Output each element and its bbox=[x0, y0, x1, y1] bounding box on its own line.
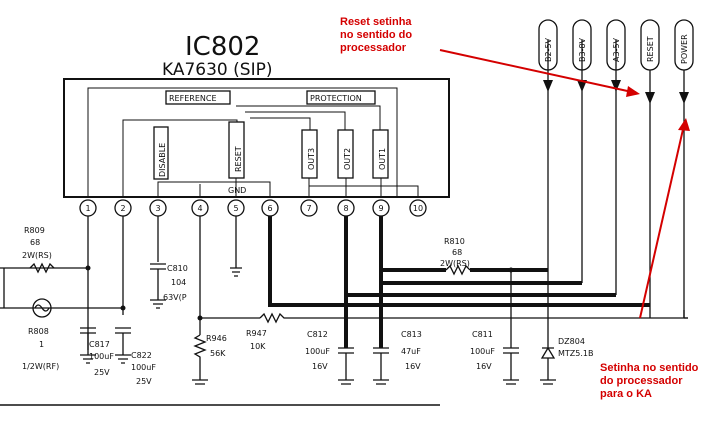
r808-value: 1 bbox=[39, 340, 44, 349]
annotation-bottom: Setinha no sentido do processador para o… bbox=[600, 362, 699, 400]
pin-number: 1 bbox=[85, 204, 90, 213]
pin-number: 8 bbox=[343, 204, 348, 213]
r810-value: 68 bbox=[452, 248, 462, 257]
r946-resistor bbox=[193, 334, 207, 380]
connector-label: POWER bbox=[680, 34, 689, 64]
r808-rating: 1/2W(RF) bbox=[22, 362, 59, 371]
c822-ref: C822 bbox=[131, 351, 152, 360]
r808-fuse-resistor bbox=[32, 298, 52, 318]
connector-label: A3-5V bbox=[612, 37, 621, 62]
connector-a3-5v bbox=[606, 19, 626, 71]
pin-7 bbox=[300, 199, 318, 217]
c812-capacitor bbox=[338, 347, 354, 380]
connector-b3-8v bbox=[572, 19, 592, 71]
c810-ref: C810 bbox=[167, 264, 188, 273]
c812-value: 100uF bbox=[305, 347, 330, 356]
connector-power bbox=[674, 19, 694, 71]
reset-label: RESET bbox=[234, 146, 243, 172]
r946-value: 56K bbox=[210, 349, 226, 358]
ic-body bbox=[63, 78, 450, 198]
c810-value: 104 bbox=[171, 278, 186, 287]
r810-ref: R810 bbox=[444, 237, 465, 246]
dz804-value: MTZ5.1B bbox=[558, 349, 593, 358]
c811-ref: C811 bbox=[472, 330, 493, 339]
c812-ref: C812 bbox=[307, 330, 328, 339]
dz804-zener bbox=[540, 346, 556, 380]
c817-value: 100uF bbox=[89, 352, 114, 361]
c811-value: 100uF bbox=[470, 347, 495, 356]
reference-label: REFERENCE bbox=[169, 94, 217, 103]
c811-capacitor bbox=[503, 270, 519, 380]
out1-label: OUT1 bbox=[378, 148, 387, 170]
connector-reset bbox=[640, 19, 660, 71]
out3-label: OUT3 bbox=[307, 148, 316, 170]
pin-number: 10 bbox=[413, 204, 423, 213]
c817-rating: 25V bbox=[94, 368, 110, 377]
c811-rating: 16V bbox=[476, 362, 492, 371]
pin-number: 2 bbox=[120, 204, 125, 213]
ic-part: KA7630 (SIP) bbox=[162, 60, 272, 80]
pin-number: 3 bbox=[155, 204, 160, 213]
pin-number: 4 bbox=[197, 204, 202, 213]
dz804-ref: DZ804 bbox=[558, 337, 585, 346]
c822-value: 100uF bbox=[131, 363, 156, 372]
disable-label: DISABLE bbox=[158, 143, 167, 177]
r947-value: 10K bbox=[250, 342, 266, 351]
r947-ref: R947 bbox=[246, 329, 267, 338]
gnd-label: GND bbox=[228, 186, 246, 195]
disable-block bbox=[153, 126, 169, 180]
r809-value: 68 bbox=[30, 238, 40, 247]
r808-ref: R808 bbox=[28, 327, 49, 336]
r809-ref: R809 bbox=[24, 226, 45, 235]
r809-rating: 2W(RS) bbox=[22, 251, 52, 260]
c822-capacitor bbox=[115, 327, 131, 355]
c822-rating: 25V bbox=[136, 377, 152, 386]
c813-capacitor bbox=[373, 347, 389, 380]
ic-name: IC802 bbox=[185, 32, 260, 62]
pin-number: 6 bbox=[267, 204, 272, 213]
c817-capacitor bbox=[80, 327, 96, 355]
protection-label: PROTECTION bbox=[310, 94, 362, 103]
r947-resistor bbox=[259, 312, 285, 324]
connector-label: B2-5V bbox=[544, 37, 553, 62]
c813-ref: C813 bbox=[401, 330, 422, 339]
pin-number: 7 bbox=[306, 204, 311, 213]
connector-label: RESET bbox=[646, 36, 655, 62]
annotation-top: Reset setinha no sentido do processador bbox=[340, 16, 413, 54]
out2-label: OUT2 bbox=[343, 148, 352, 170]
c812-rating: 16V bbox=[312, 362, 328, 371]
c813-rating: 16V bbox=[405, 362, 421, 371]
r809-resistor bbox=[29, 262, 55, 274]
r946-ref: R946 bbox=[206, 334, 227, 343]
c817-ref: C817 bbox=[89, 340, 110, 349]
reference-label-box bbox=[165, 90, 231, 105]
pin-10 bbox=[409, 199, 427, 217]
pin-number: 9 bbox=[378, 204, 383, 213]
connector-b2-5v bbox=[538, 19, 558, 71]
connector-label: B3-8V bbox=[578, 37, 587, 62]
c813-value: 47uF bbox=[401, 347, 421, 356]
r810-rating: 2W(RS) bbox=[440, 259, 470, 268]
c810-rating: 63V(P bbox=[163, 293, 187, 302]
pin-number: 5 bbox=[233, 204, 238, 213]
protection-label-box bbox=[306, 90, 376, 105]
